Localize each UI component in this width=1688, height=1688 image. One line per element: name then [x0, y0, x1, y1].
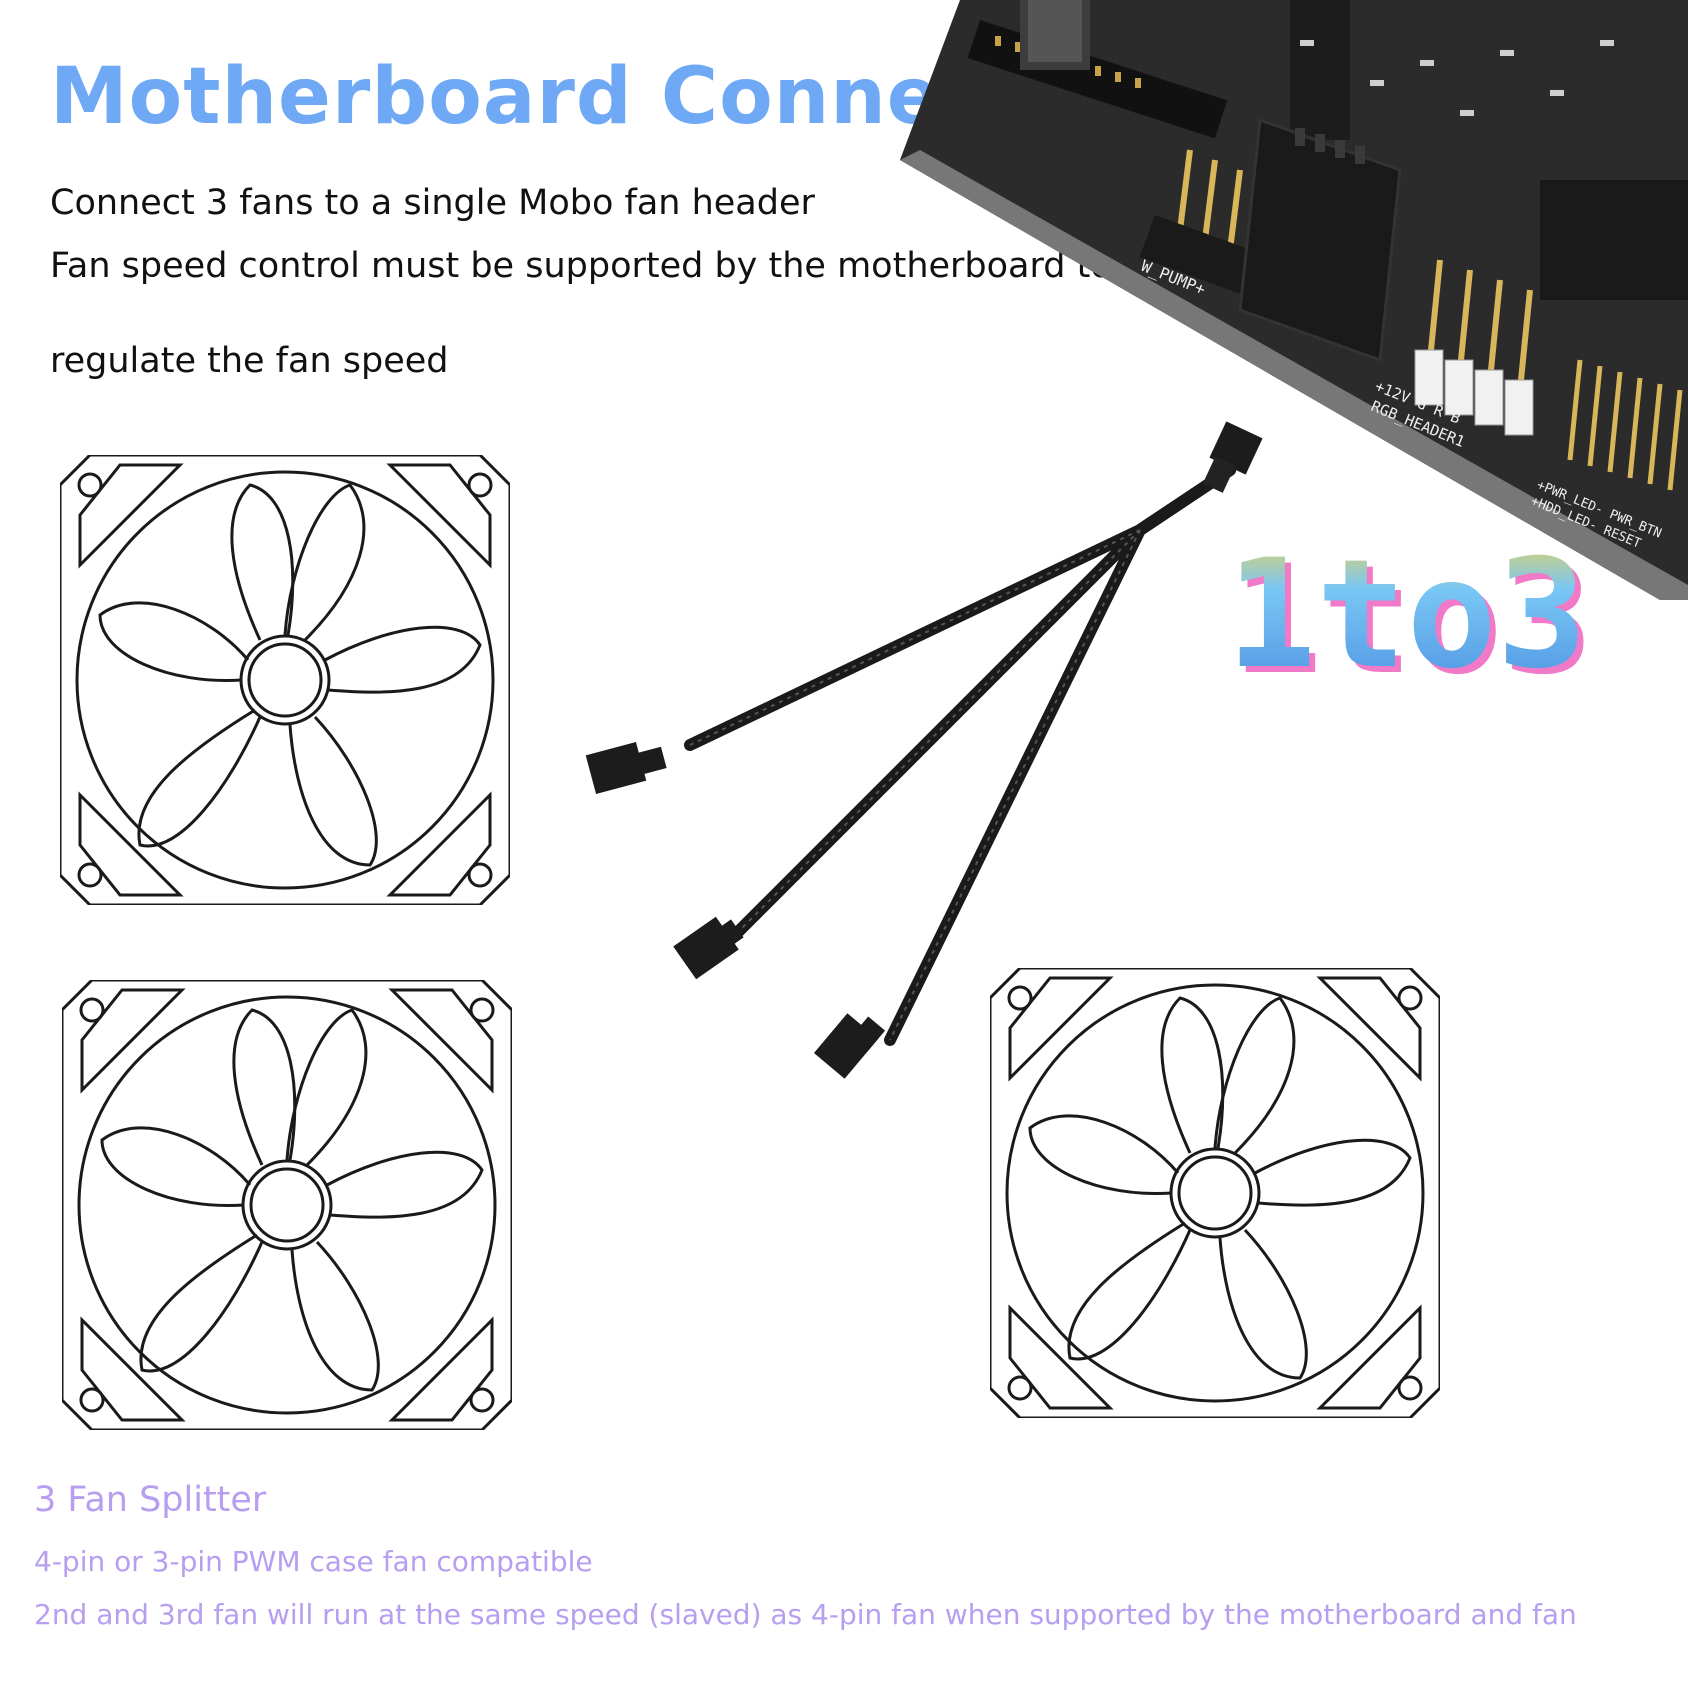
fan-bottom-left: [62, 980, 512, 1430]
description-line-3: regulate the fan speed: [50, 341, 449, 381]
svg-text:1to3: 1to3: [1232, 548, 1586, 688]
footer-line-1: 4-pin or 3-pin PWM case fan compatible: [34, 1545, 593, 1578]
badge-text: 1to3: [1226, 548, 1586, 688]
motherboard-image: W_PUMP+ +12V G R B RGB_HEADER1 +PWR_LED-…: [900, 0, 1688, 600]
description-line-1: Connect 3 fans to a single Mobo fan head…: [50, 183, 815, 223]
footer-title: 3 Fan Splitter: [34, 1480, 267, 1520]
splitter-cable: [585, 421, 1263, 1079]
footer-line-2: 2nd and 3rd fan will run at the same spe…: [34, 1598, 1577, 1631]
fan-top-left: [60, 455, 510, 905]
one-to-three-badge: 1to3 1to3: [1226, 548, 1586, 688]
fan-bottom-right: [990, 968, 1440, 1418]
description-line-2: Fan speed control must be supported by t…: [50, 246, 1112, 286]
